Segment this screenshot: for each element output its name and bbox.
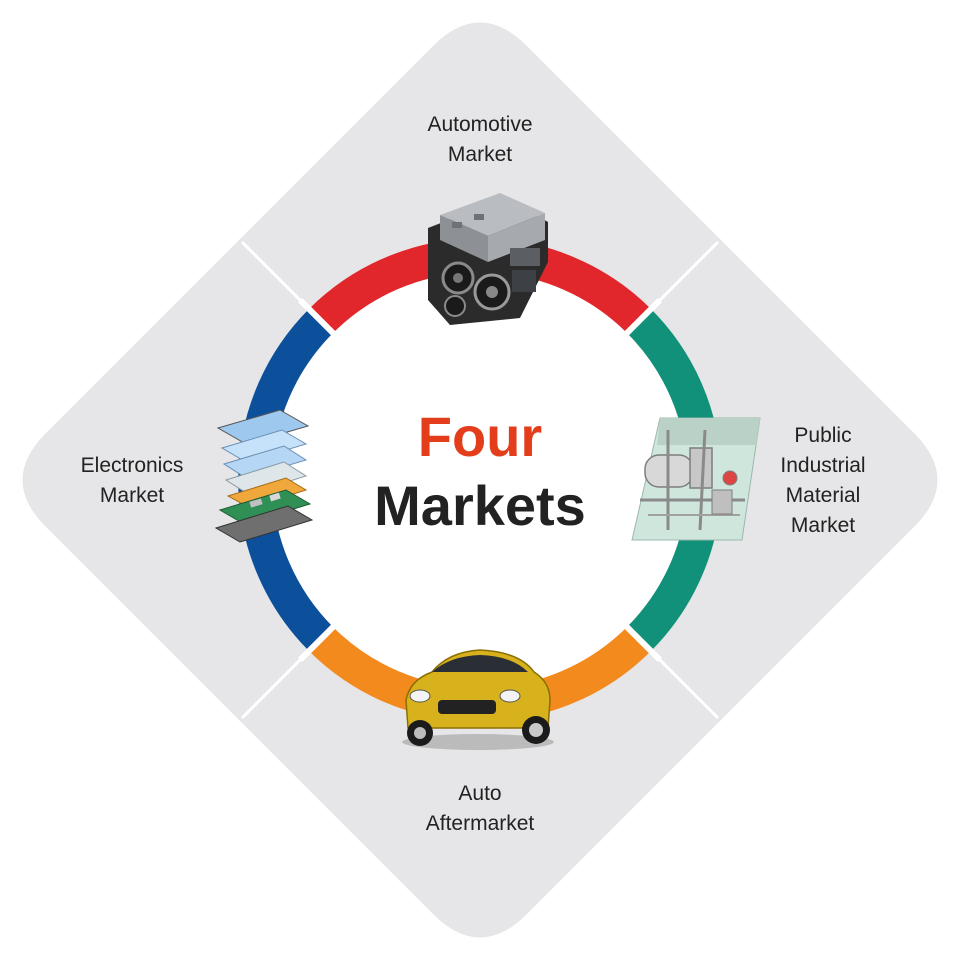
car-icon xyxy=(402,649,554,750)
industrial-label-line-4: Market xyxy=(790,514,856,537)
center-title-four: Four xyxy=(417,405,543,468)
factory-icon xyxy=(631,417,761,541)
device-layers-icon xyxy=(214,409,314,543)
automotive-label-line-2: Market xyxy=(447,143,513,166)
electronics-label-line-2: Market xyxy=(99,484,165,507)
aftermarket-label-line-2: Aftermarket xyxy=(425,812,535,835)
electronics-market-label: Electronics Market xyxy=(52,451,212,511)
automotive-market-label: Automotive Market xyxy=(380,110,580,170)
industrial-label-line-3: Material xyxy=(785,484,861,507)
engine-icon xyxy=(428,193,548,325)
aftermarket-label-line-1: Auto xyxy=(458,782,502,805)
center-disc xyxy=(254,254,706,706)
industrial-label-line-1: Public xyxy=(794,424,852,447)
arc-gaps xyxy=(297,297,663,663)
aftermarket-label: Auto Aftermarket xyxy=(380,779,580,839)
industrial-label-line-2: Industrial xyxy=(780,454,866,477)
center-title-markets: Markets xyxy=(374,474,586,537)
automotive-label-line-1: Automotive xyxy=(427,113,533,136)
industrial-market-label: Public Industrial Material Market xyxy=(753,421,893,541)
electronics-label-line-1: Electronics xyxy=(80,454,184,477)
